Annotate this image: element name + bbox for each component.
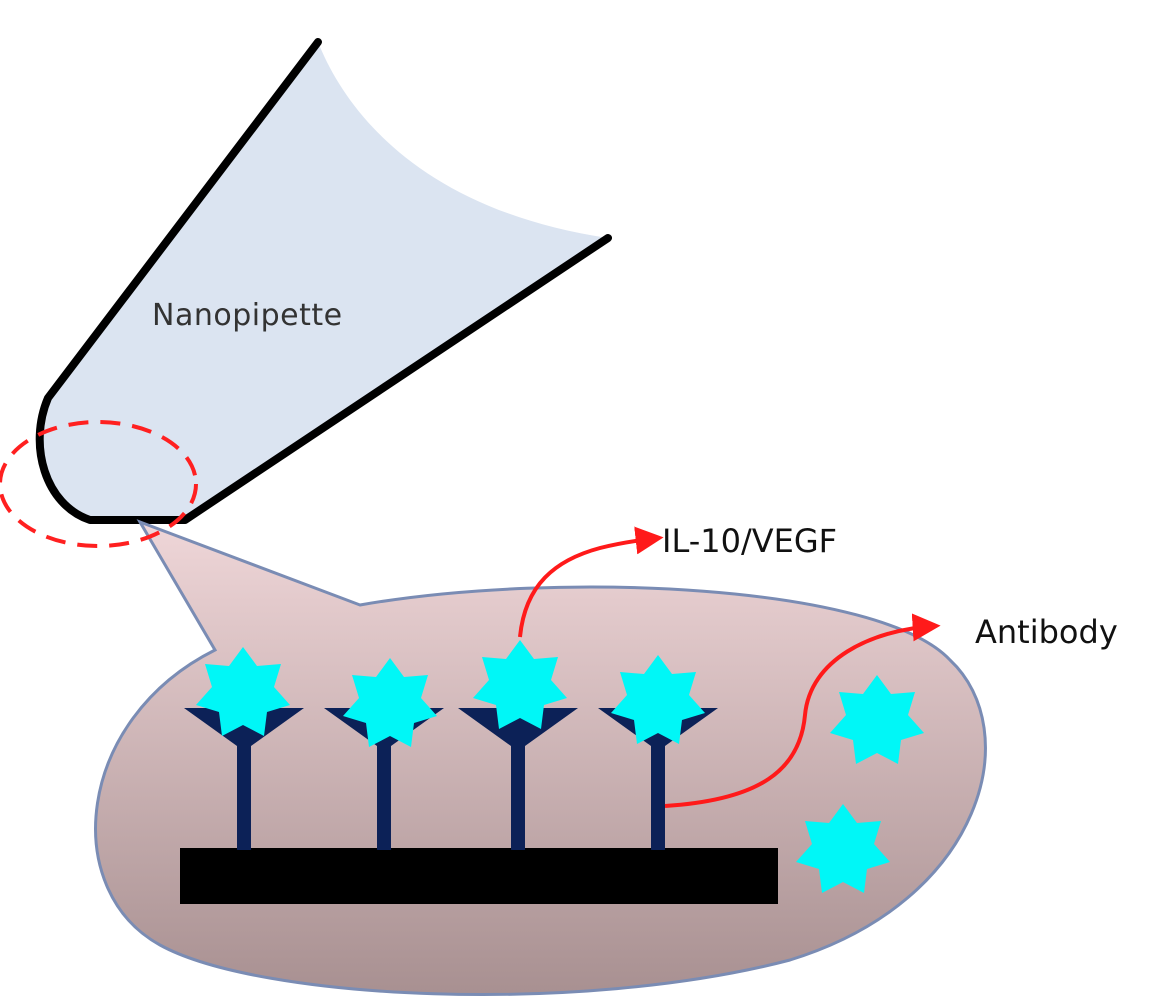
antibody-icon — [458, 708, 578, 850]
antibody-icon — [324, 708, 444, 850]
substrate — [180, 848, 778, 904]
antibody-icon — [184, 708, 304, 850]
tip-highlight-ellipse — [0, 420, 198, 548]
molecule-icon — [611, 655, 705, 744]
molecule-icon — [196, 647, 290, 736]
antibody-arrow-icon — [664, 613, 941, 808]
molecule-group — [196, 640, 924, 893]
antibody-group — [184, 708, 718, 850]
sensing-region-callout — [94, 519, 987, 996]
molecule-icon — [830, 675, 924, 764]
molecule-icon — [796, 804, 890, 893]
analyte-arrow-icon — [518, 526, 664, 638]
antibody-label: Antibody — [975, 613, 1118, 651]
nanopipette-outline — [35, 38, 612, 524]
antibody-icon — [598, 708, 718, 850]
molecule-icon — [343, 658, 437, 747]
nanopipette-label: Nanopipette — [152, 298, 343, 333]
nanopipette-body — [39, 42, 608, 520]
analyte-label: IL-10/VEGF — [662, 522, 837, 560]
molecule-icon — [473, 640, 567, 729]
